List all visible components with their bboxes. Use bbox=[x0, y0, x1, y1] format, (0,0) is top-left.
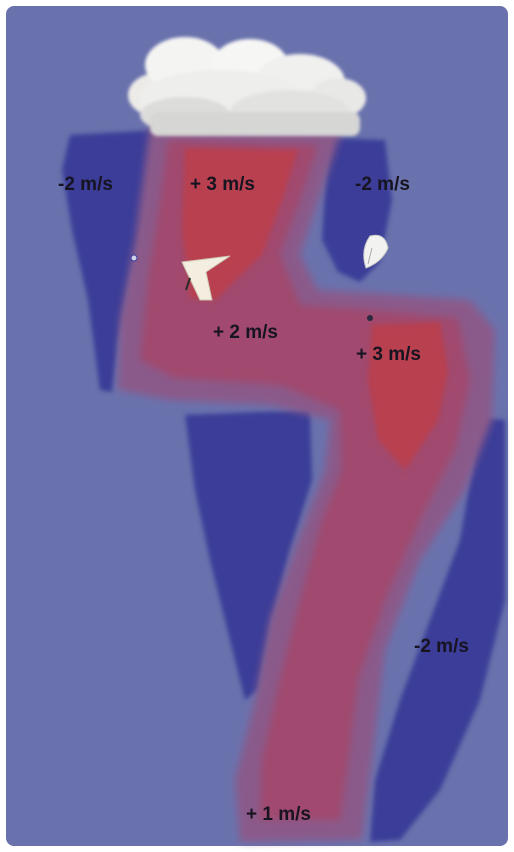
label-middle-center: + 2 m/s bbox=[213, 322, 278, 343]
label-top-left: -2 m/s bbox=[58, 174, 113, 195]
label-top-center: + 3 m/s bbox=[190, 174, 255, 195]
label-middle-right: + 3 m/s bbox=[356, 344, 421, 365]
marker-dot bbox=[367, 315, 373, 321]
label-lower-right: -2 m/s bbox=[414, 636, 469, 657]
label-bottom: + 1 m/s bbox=[246, 804, 311, 825]
marker-dot bbox=[131, 255, 137, 261]
label-top-right: -2 m/s bbox=[355, 174, 410, 195]
